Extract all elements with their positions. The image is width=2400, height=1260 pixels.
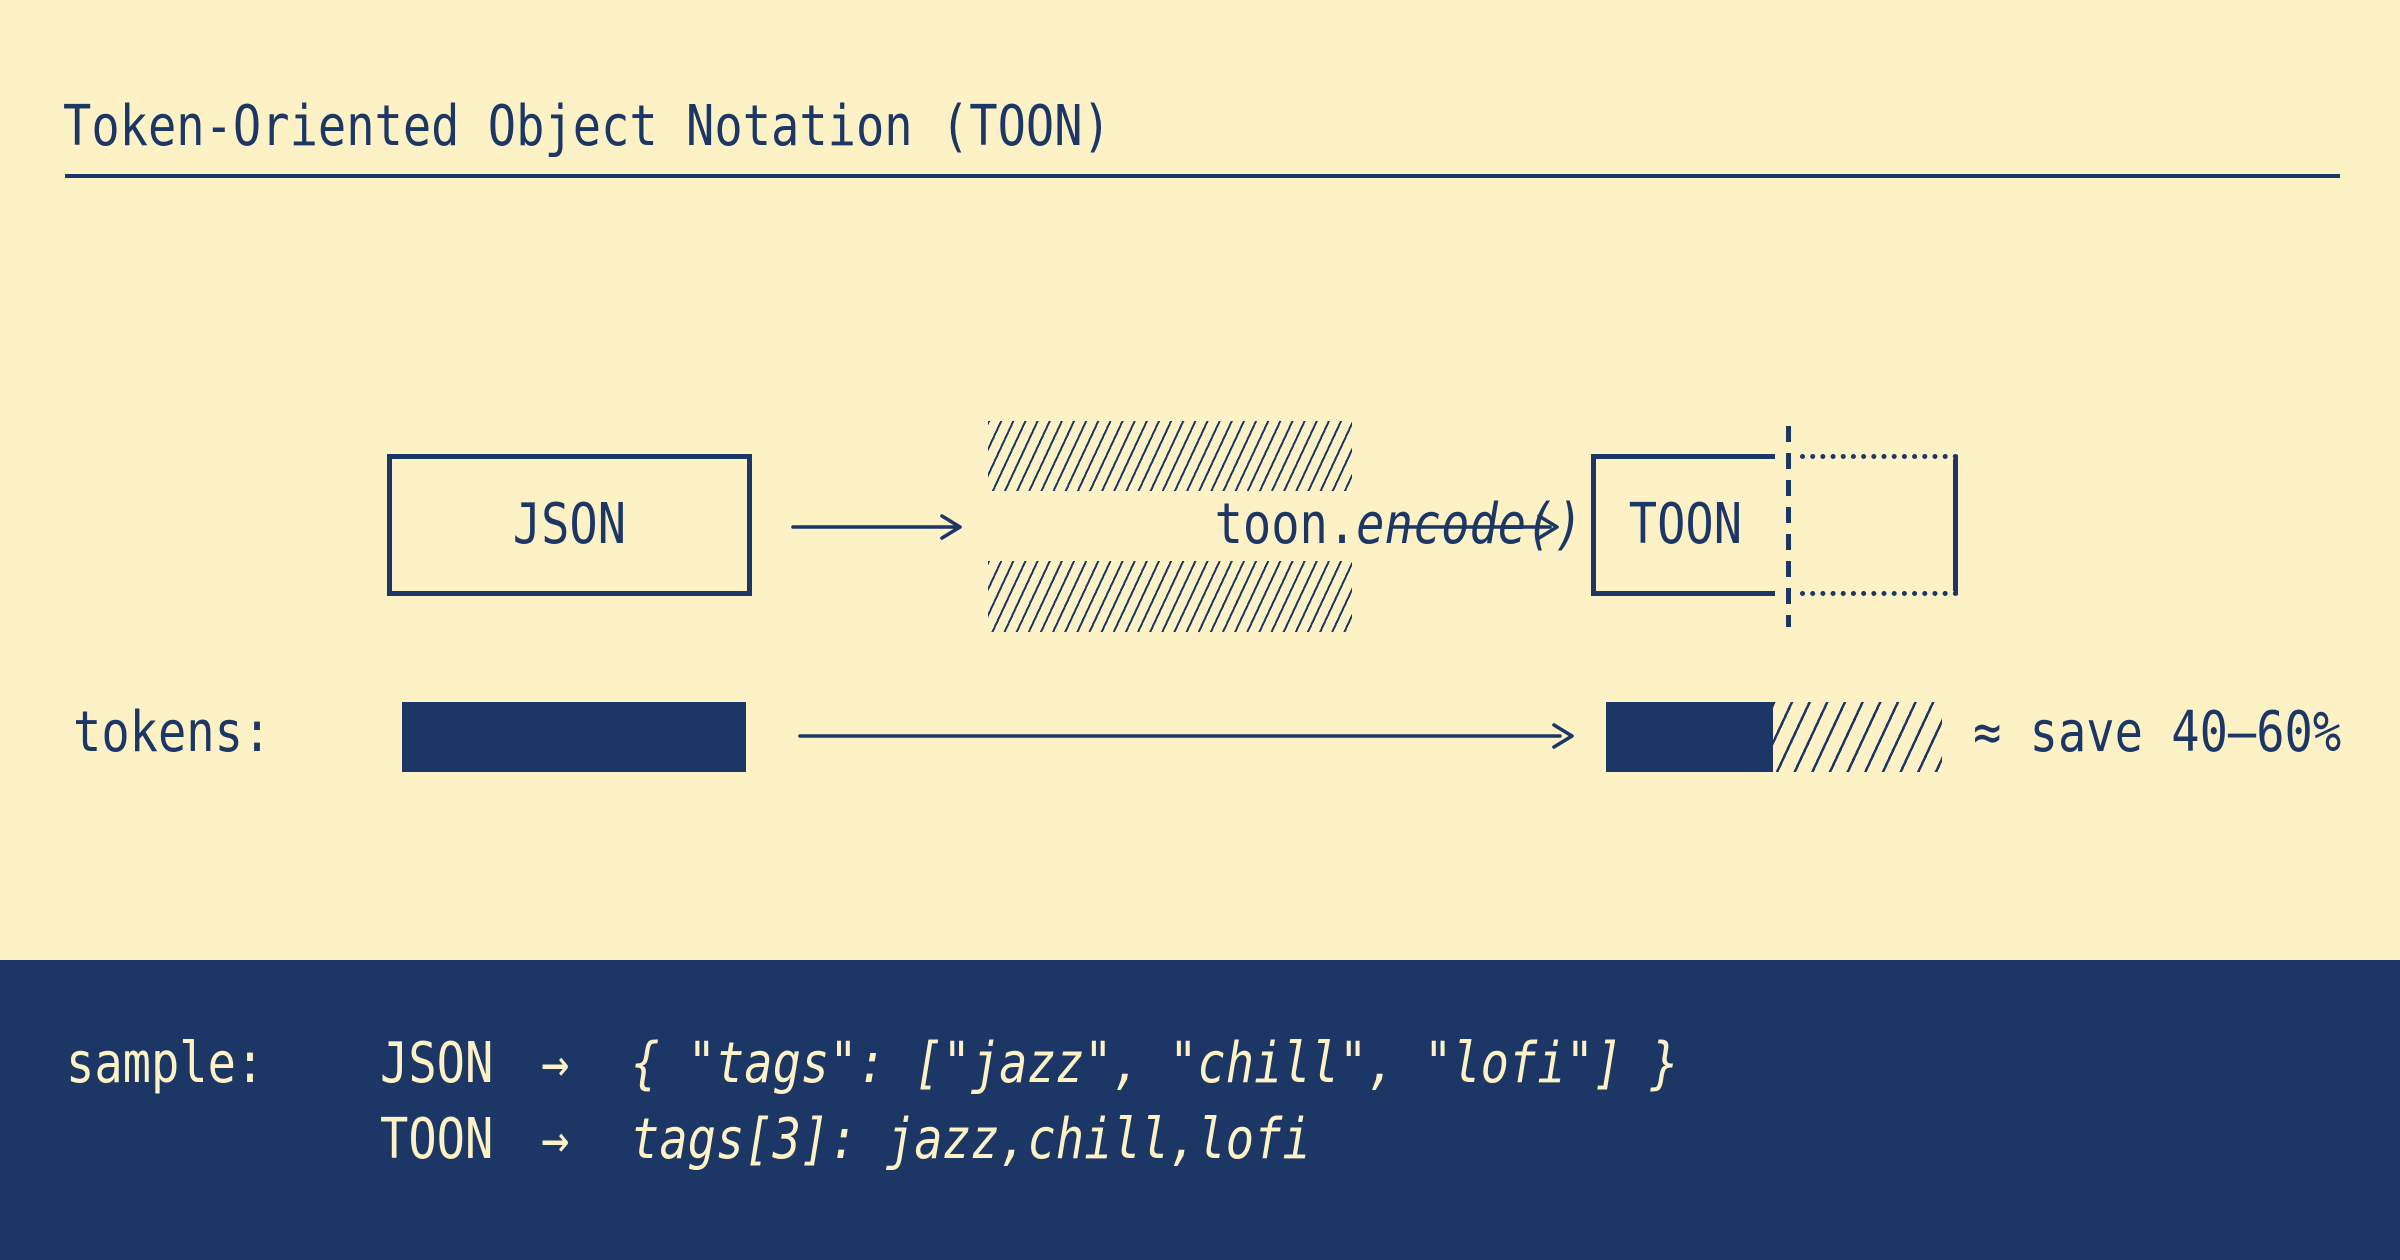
sample-row-code: tags[3]: jazz,chill,lofi: [631, 1107, 1311, 1172]
json-token-bar: [402, 702, 746, 772]
title-divider: [65, 174, 2340, 178]
flow-arrow-2-icon: [1392, 514, 1559, 540]
sample-label: sample:: [66, 1031, 265, 1096]
encode-label: toon.encode(): [988, 497, 1583, 553]
sample-row-arrow-icon: →: [541, 1031, 570, 1096]
encode-label-plain: toon.: [1214, 492, 1357, 557]
page-title: Token-Oriented Object Notation (TOON): [63, 94, 1111, 159]
encode-hatch-bottom: [988, 561, 1352, 632]
encode-label-italic: encode(): [1356, 492, 1583, 557]
tokens-label: tokens:: [73, 700, 272, 765]
sample-row: sample: JSON → { "tags": ["jazz", "chill…: [0, 1036, 2400, 1092]
sample-row-arrow-icon: →: [541, 1107, 570, 1172]
toon-box-label: TOON: [1628, 492, 1743, 557]
sample-row-format: JSON: [380, 1031, 494, 1096]
toon-token-bar-saved-hatch: [1773, 702, 1942, 772]
long-arrow-icon: [798, 723, 1574, 749]
json-box-label: JSON: [512, 492, 627, 557]
toon-token-bar-solid: [1606, 702, 1773, 772]
encode-hatch-top: [988, 421, 1352, 491]
sample-row: TOON → tags[3]: jazz,chill,lofi: [0, 1112, 2400, 1168]
toon-box-extension: [1800, 454, 1958, 596]
cut-dashed-line: [1786, 426, 1791, 627]
json-box: JSON: [387, 454, 752, 596]
savings-note: ≈ save 40–60%: [1973, 700, 2342, 765]
sample-row-code: { "tags": ["jazz", "chill", "lofi"] }: [631, 1031, 1679, 1096]
sample-row-format: TOON: [380, 1107, 494, 1172]
flow-arrow-1-icon: [791, 514, 962, 540]
toon-box: TOON: [1591, 454, 1775, 596]
sample-panel: sample: JSON → { "tags": ["jazz", "chill…: [0, 960, 2400, 1260]
